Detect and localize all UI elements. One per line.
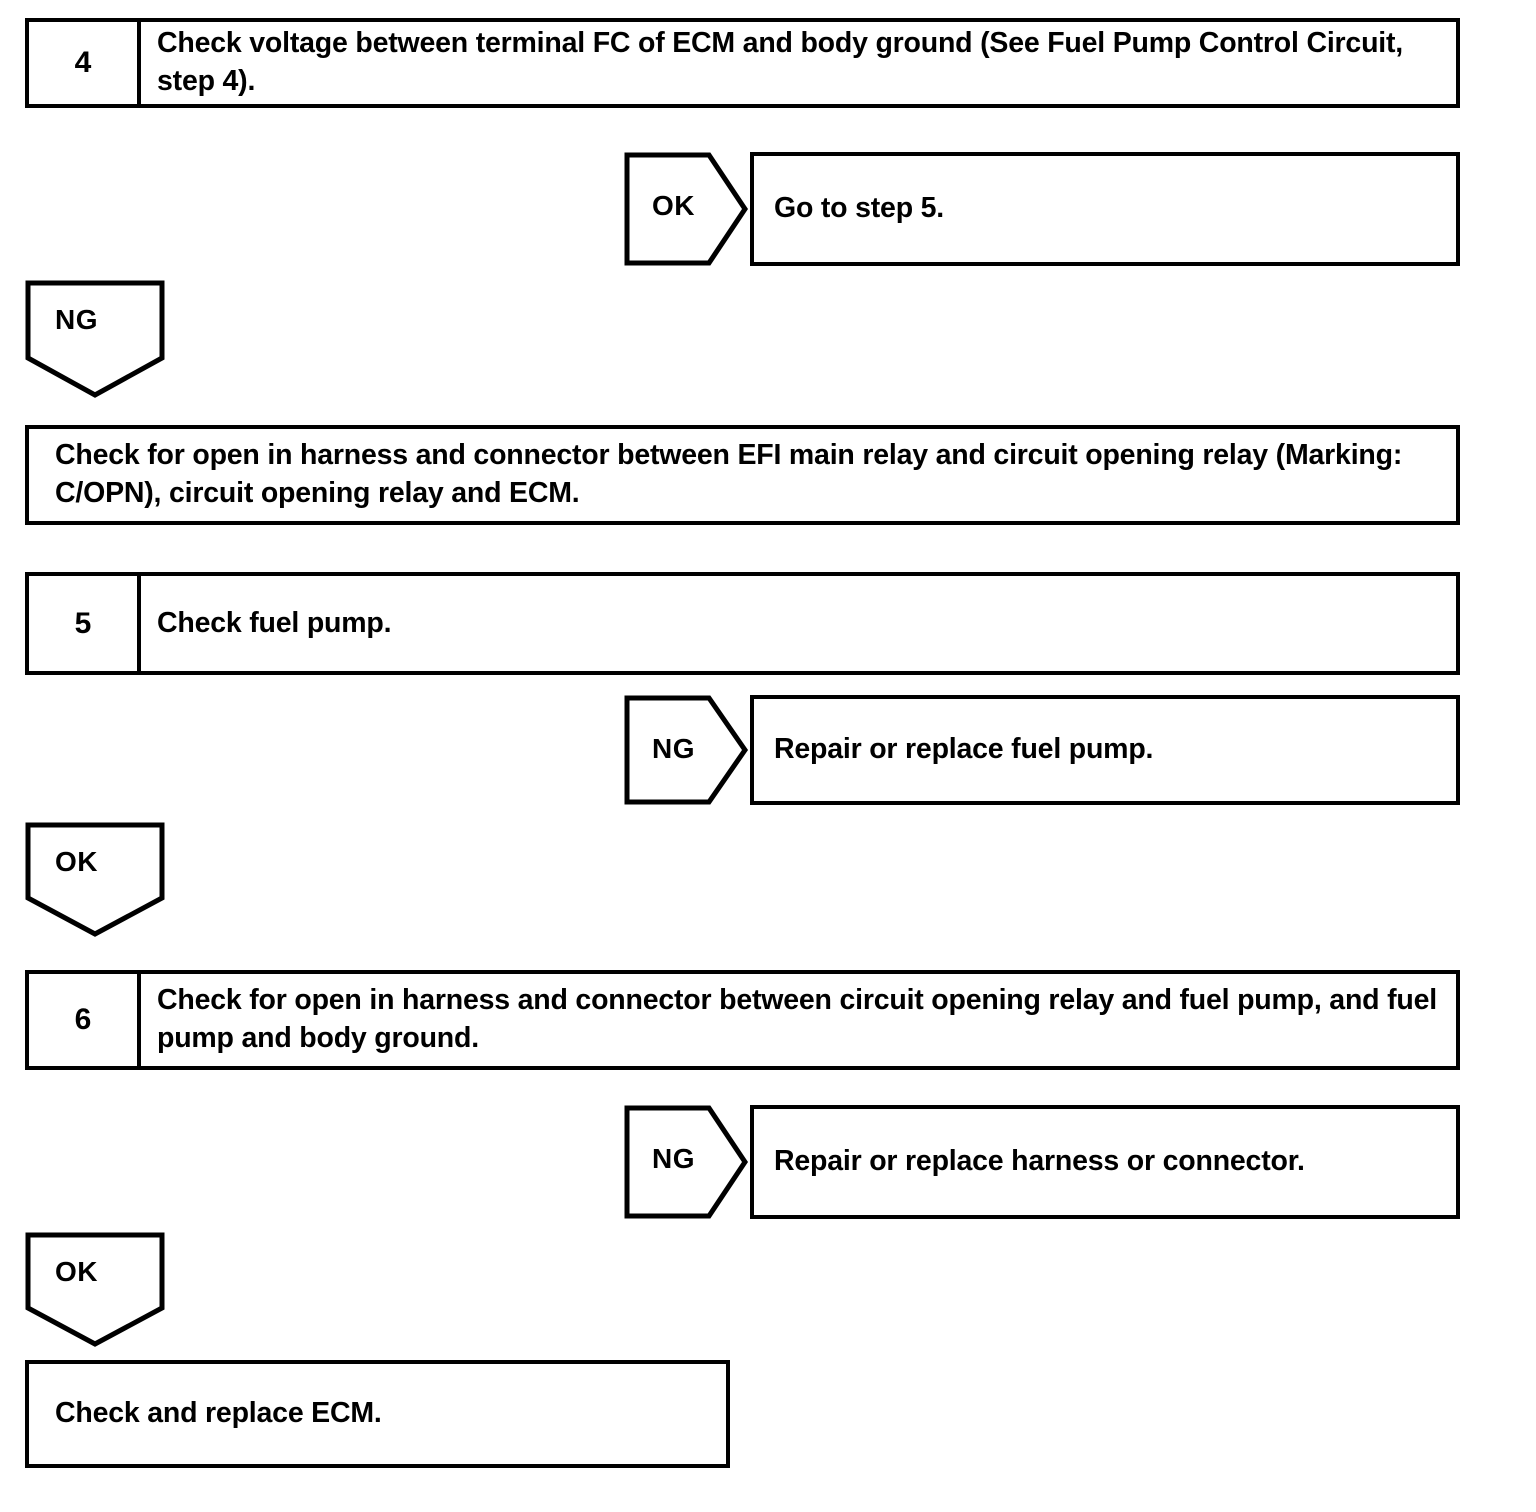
branch-marker-ng-1-label: NG (55, 304, 98, 335)
action-box-check-open-harness-efi-text: Check for open in harness and connector … (55, 439, 1403, 509)
step-text-6: Check for open in harness and connector … (157, 984, 1437, 1054)
result-box-repair-replace-fuel-pump-text: Repair or replace fuel pump. (774, 733, 1154, 766)
branch-marker-ok-1-label: OK (652, 190, 695, 221)
action-box-check-replace-ecm: Check and replace ECM. (25, 1360, 730, 1468)
branch-marker-ok-2-label: OK (55, 846, 98, 877)
branch-marker-ok-3-label: OK (55, 1256, 98, 1287)
branch-marker-ng-2: NG (624, 695, 749, 805)
result-box-repair-replace-harness-text: Repair or replace harness or connector. (774, 1145, 1305, 1178)
branch-marker-ok-3: OK (25, 1232, 165, 1347)
result-box-go-to-step-5: Go to step 5. (750, 152, 1460, 266)
action-box-check-replace-ecm-text: Check and replace ECM. (55, 1397, 382, 1430)
step-number-6: 6 (29, 974, 141, 1066)
step-box-4: 4 Check voltage between terminal FC of E… (25, 18, 1460, 108)
step-box-5: 5 Check fuel pump. (25, 572, 1460, 675)
action-box-check-open-harness-efi: Check for open in harness and connector … (25, 425, 1460, 525)
result-box-repair-replace-fuel-pump: Repair or replace fuel pump. (750, 695, 1460, 805)
step-number-4: 4 (29, 22, 141, 104)
branch-marker-ok-1: OK (624, 152, 749, 266)
branch-marker-ng-3: NG (624, 1105, 749, 1219)
branch-marker-ng-1: NG (25, 280, 165, 398)
step-box-6: 6 Check for open in harness and connecto… (25, 970, 1460, 1070)
step-text-4: Check voltage between terminal FC of ECM… (157, 27, 1404, 97)
result-box-go-to-step-5-text: Go to step 5. (774, 192, 945, 225)
step-text-5: Check fuel pump. (157, 606, 392, 639)
branch-marker-ng-2-label: NG (652, 733, 695, 764)
branch-marker-ok-2: OK (25, 822, 165, 937)
step-number-5: 5 (29, 576, 141, 671)
branch-marker-ng-3-label: NG (652, 1143, 695, 1174)
result-box-repair-replace-harness: Repair or replace harness or connector. (750, 1105, 1460, 1219)
